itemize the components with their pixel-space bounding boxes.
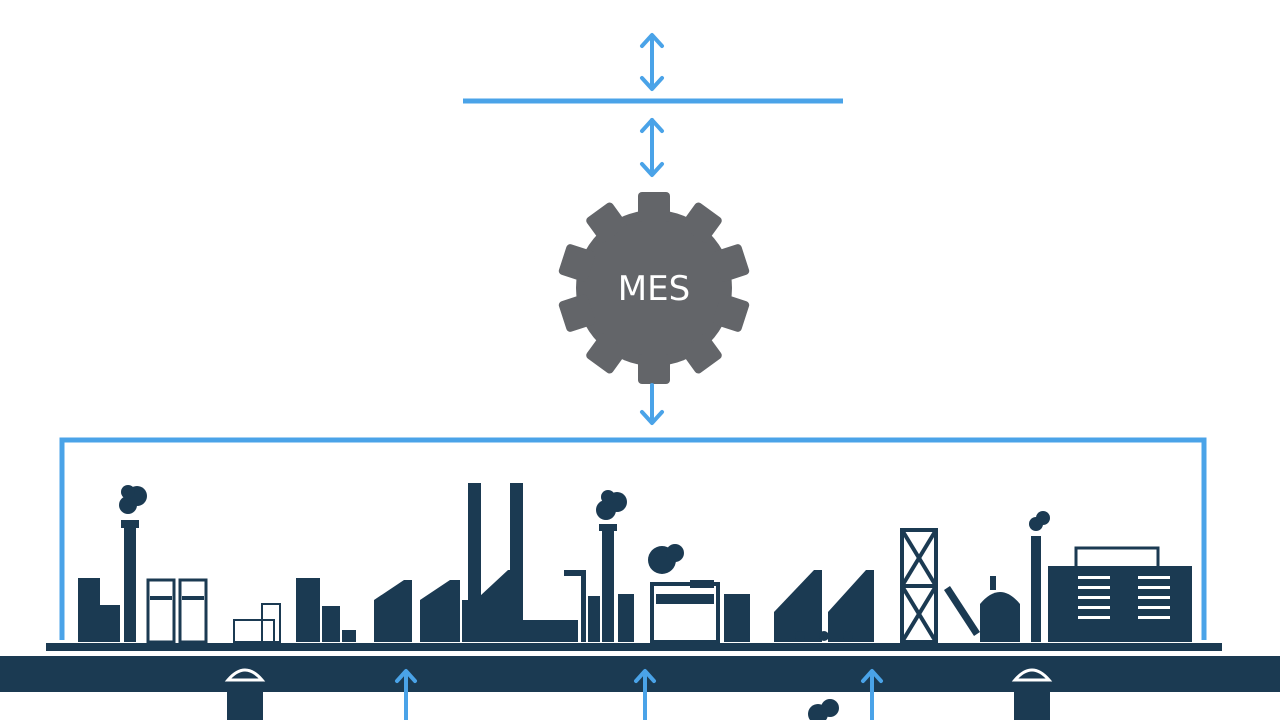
bottom-up-arrows — [395, 669, 883, 720]
gear-label: MES — [618, 269, 690, 309]
shop-floor-frame — [59, 437, 1207, 640]
up-arrow-icon — [634, 669, 656, 720]
up-arrow-icon — [861, 669, 883, 720]
bottom-smoke-cloud-icon — [808, 699, 839, 720]
middle-up-down-arrow-icon — [640, 118, 664, 177]
down-arrow-icon — [640, 383, 664, 425]
up-arrow-icon — [395, 669, 417, 720]
bar-domes — [224, 668, 1053, 682]
bar-supports — [227, 690, 1050, 720]
mes-gear-icon: MES — [558, 192, 750, 384]
factory-skyline-icon — [46, 483, 1222, 651]
top-up-down-arrow-icon — [640, 33, 664, 91]
smoke-cloud-icon — [119, 485, 147, 514]
